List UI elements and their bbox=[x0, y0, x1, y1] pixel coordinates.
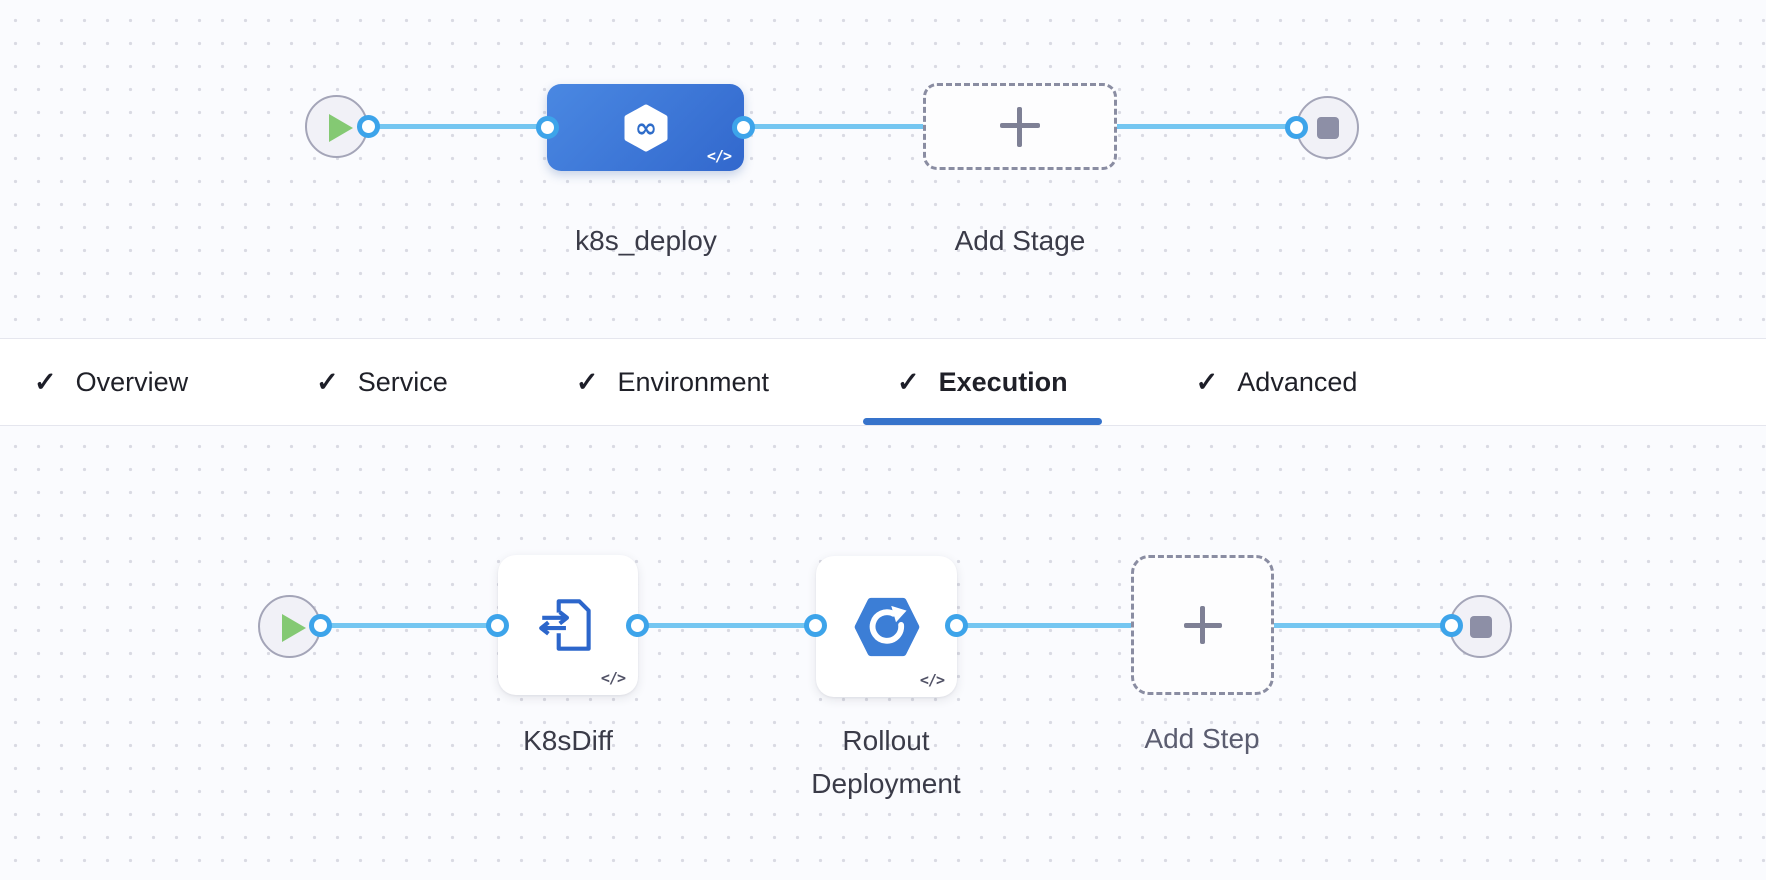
tab-advanced[interactable]: ✓ Advanced bbox=[1162, 339, 1392, 425]
tab-label: Overview bbox=[75, 366, 189, 397]
play-icon bbox=[329, 114, 353, 142]
step-code-badge[interactable]: </> bbox=[919, 671, 945, 689]
execution-canvas: </> </> K8sDiff Rollout Deployment Add S… bbox=[0, 426, 1766, 880]
check-icon: ✓ bbox=[897, 366, 920, 397]
check-icon: ✓ bbox=[316, 366, 339, 397]
execution-start-node[interactable] bbox=[258, 595, 321, 658]
port-start-out[interactable] bbox=[309, 614, 332, 637]
stage-canvas: ∞ </> k8s_deploy Add Stage bbox=[0, 0, 1766, 338]
stage-node-k8s-deploy[interactable]: ∞ </> bbox=[547, 84, 744, 171]
port-rollout-in[interactable] bbox=[804, 614, 827, 637]
edge-addstage-to-end bbox=[1117, 124, 1297, 129]
tab-label: Environment bbox=[617, 366, 770, 397]
tab-service[interactable]: ✓ Service bbox=[282, 339, 482, 425]
plus-icon bbox=[1000, 106, 1040, 147]
active-tab-underline bbox=[863, 418, 1102, 425]
port-stage-in[interactable] bbox=[536, 116, 559, 139]
k8s-diff-icon bbox=[539, 599, 591, 651]
step-code-badge[interactable]: </> bbox=[600, 669, 626, 687]
edge-start-to-k8sdiff bbox=[320, 623, 498, 628]
plus-icon bbox=[1183, 606, 1222, 644]
add-stage-button[interactable] bbox=[923, 83, 1117, 170]
edge-stage-to-addstage bbox=[744, 124, 924, 129]
tab-label: Advanced bbox=[1237, 366, 1358, 397]
tab-environment[interactable]: ✓ Environment bbox=[542, 339, 803, 425]
edge-addstep-to-end bbox=[1274, 623, 1452, 628]
port-k8sdiff-in[interactable] bbox=[486, 614, 509, 637]
edge-start-to-stage bbox=[368, 124, 548, 129]
edge-rollout-to-addstep bbox=[957, 623, 1131, 628]
tab-label: Execution bbox=[938, 366, 1068, 397]
play-icon bbox=[282, 614, 306, 642]
stop-icon bbox=[1317, 117, 1339, 139]
stage-name-label: k8s_deploy bbox=[575, 225, 717, 256]
tab-execution[interactable]: ✓ Execution bbox=[863, 339, 1102, 425]
port-end-in[interactable] bbox=[1285, 116, 1308, 139]
stage-tabbar: ✓ Overview ✓ Service ✓ Environment ✓ Exe… bbox=[0, 338, 1766, 426]
step-node-rollout-deployment[interactable]: </> bbox=[816, 556, 957, 697]
step-name-label: Rollout Deployment bbox=[811, 725, 961, 799]
tab-overview[interactable]: ✓ Overview bbox=[0, 339, 222, 425]
port-k8sdiff-out[interactable] bbox=[626, 614, 649, 637]
add-step-label: Add Step bbox=[1144, 723, 1260, 754]
tab-label: Service bbox=[357, 366, 448, 397]
add-step-button[interactable] bbox=[1131, 555, 1274, 695]
port-stage-out[interactable] bbox=[732, 116, 755, 139]
port-end-in[interactable] bbox=[1440, 614, 1463, 637]
port-rollout-out[interactable] bbox=[945, 614, 968, 637]
check-icon: ✓ bbox=[575, 366, 599, 397]
stop-icon bbox=[1470, 616, 1492, 638]
rollout-deployment-icon bbox=[854, 597, 919, 656]
port-start-out[interactable] bbox=[357, 115, 380, 138]
step-node-k8sdiff[interactable]: </> bbox=[498, 555, 638, 695]
check-icon: ✓ bbox=[34, 366, 57, 397]
add-stage-label: Add Stage bbox=[954, 225, 1086, 256]
stage-code-badge[interactable]: </> bbox=[706, 147, 732, 165]
deploy-stage-icon: ∞ bbox=[624, 104, 667, 151]
check-icon: ✓ bbox=[1195, 366, 1219, 397]
svg-text:∞: ∞ bbox=[634, 113, 657, 144]
step-name-label: K8sDiff bbox=[523, 725, 613, 756]
edge-k8sdiff-to-rollout bbox=[638, 623, 816, 628]
